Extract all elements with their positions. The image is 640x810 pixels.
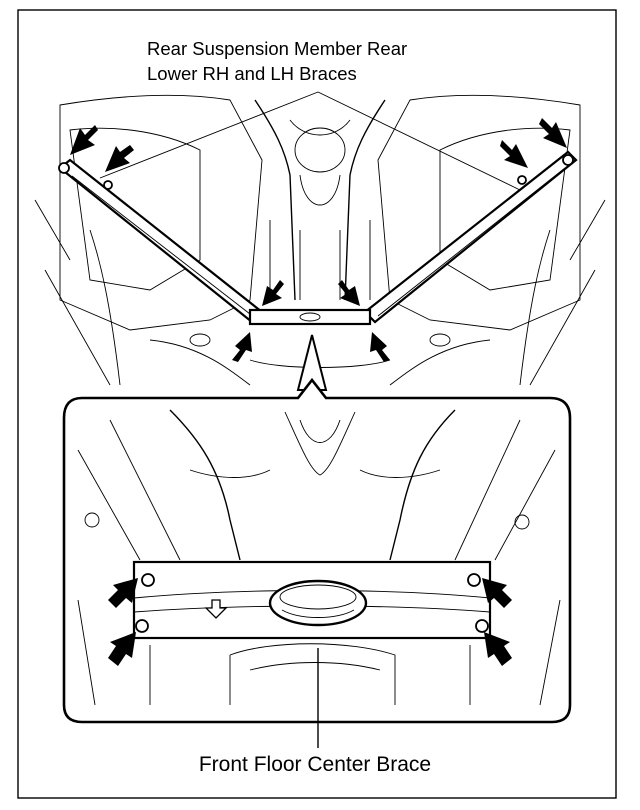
callout-arrow-icon bbox=[338, 280, 360, 306]
callout-arrow-icon bbox=[232, 332, 252, 362]
callout-arrow-icon bbox=[70, 125, 98, 155]
callout-arrow-icon bbox=[500, 140, 528, 168]
bolt-icon bbox=[517, 175, 527, 185]
rear-braces-label-line1: Rear Suspension Member Rear bbox=[147, 38, 408, 59]
brace-oval-opening bbox=[268, 579, 368, 627]
callout-arrow-icon bbox=[482, 578, 512, 608]
bolt-icon bbox=[562, 154, 574, 166]
callout-arrow-icon bbox=[108, 578, 138, 608]
small-center-brace bbox=[248, 308, 372, 326]
left-rear-lower-brace bbox=[58, 158, 264, 324]
callout-arrow-icon bbox=[105, 145, 134, 172]
bolt-icon bbox=[467, 573, 481, 587]
callout-arrow-icon bbox=[370, 332, 390, 362]
direction-arrow-icon bbox=[204, 599, 228, 619]
upper-underbody-view bbox=[34, 91, 606, 386]
bolt-icon bbox=[141, 573, 155, 587]
rear-braces-label-line2: Lower RH and LH Braces bbox=[147, 63, 357, 84]
center-brace-label: Front Floor Center Brace bbox=[198, 753, 432, 776]
rear-braces-label: Rear Suspension Member Rear Lower RH and… bbox=[147, 36, 477, 86]
bolt-icon bbox=[475, 619, 489, 633]
detail-frame bbox=[62, 377, 572, 724]
callout-arrow-icon bbox=[539, 118, 567, 148]
outer-border bbox=[17, 9, 617, 799]
callout-arrow-icon bbox=[108, 632, 136, 666]
callout-arrow-icon bbox=[262, 280, 284, 306]
right-rear-lower-brace bbox=[363, 150, 578, 324]
bolt-icon bbox=[103, 180, 113, 190]
callout-arrow-icon bbox=[484, 632, 512, 666]
leader-line bbox=[99, 91, 319, 179]
bolt-icon bbox=[58, 162, 70, 174]
bolt-icon bbox=[135, 619, 149, 633]
leader-line bbox=[317, 91, 521, 191]
enlarged-detail-view bbox=[62, 377, 572, 724]
